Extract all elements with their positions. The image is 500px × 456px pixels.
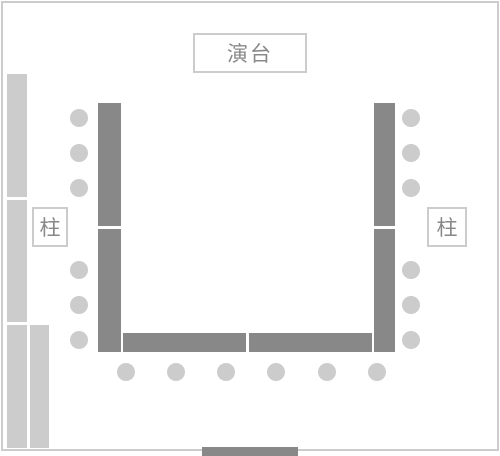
table-left-upper — [98, 103, 121, 226]
table-bottom-right — [249, 333, 372, 352]
chair-right-3 — [402, 179, 420, 197]
table-bottom-left — [123, 333, 246, 352]
chair-right-1 — [402, 109, 420, 127]
chair-bottom-2 — [167, 363, 185, 381]
chair-right-5 — [402, 296, 420, 314]
wall-strip-left-3 — [7, 325, 27, 448]
chair-bottom-1 — [117, 363, 135, 381]
chair-bottom-6 — [368, 363, 386, 381]
wall-strip-left-4 — [30, 325, 49, 448]
chair-right-6 — [402, 331, 420, 349]
table-right-upper — [374, 103, 395, 226]
chair-left-4 — [70, 261, 88, 279]
chair-right-4 — [402, 261, 420, 279]
entrance-marker — [202, 447, 298, 456]
pillar-left-label: 柱 — [32, 207, 68, 247]
chair-left-2 — [70, 144, 88, 162]
table-right-lower — [374, 229, 395, 352]
chair-bottom-3 — [217, 363, 235, 381]
chair-left-6 — [70, 331, 88, 349]
chair-bottom-5 — [318, 363, 336, 381]
chair-left-3 — [70, 179, 88, 197]
stage-label: 演台 — [193, 33, 307, 73]
chair-left-5 — [70, 296, 88, 314]
chair-bottom-4 — [267, 363, 285, 381]
chair-right-2 — [402, 144, 420, 162]
wall-strip-left-1 — [7, 74, 27, 197]
table-left-lower — [98, 229, 121, 352]
pillar-right-label: 柱 — [427, 207, 467, 247]
chair-left-1 — [70, 109, 88, 127]
wall-strip-left-2 — [7, 200, 27, 322]
